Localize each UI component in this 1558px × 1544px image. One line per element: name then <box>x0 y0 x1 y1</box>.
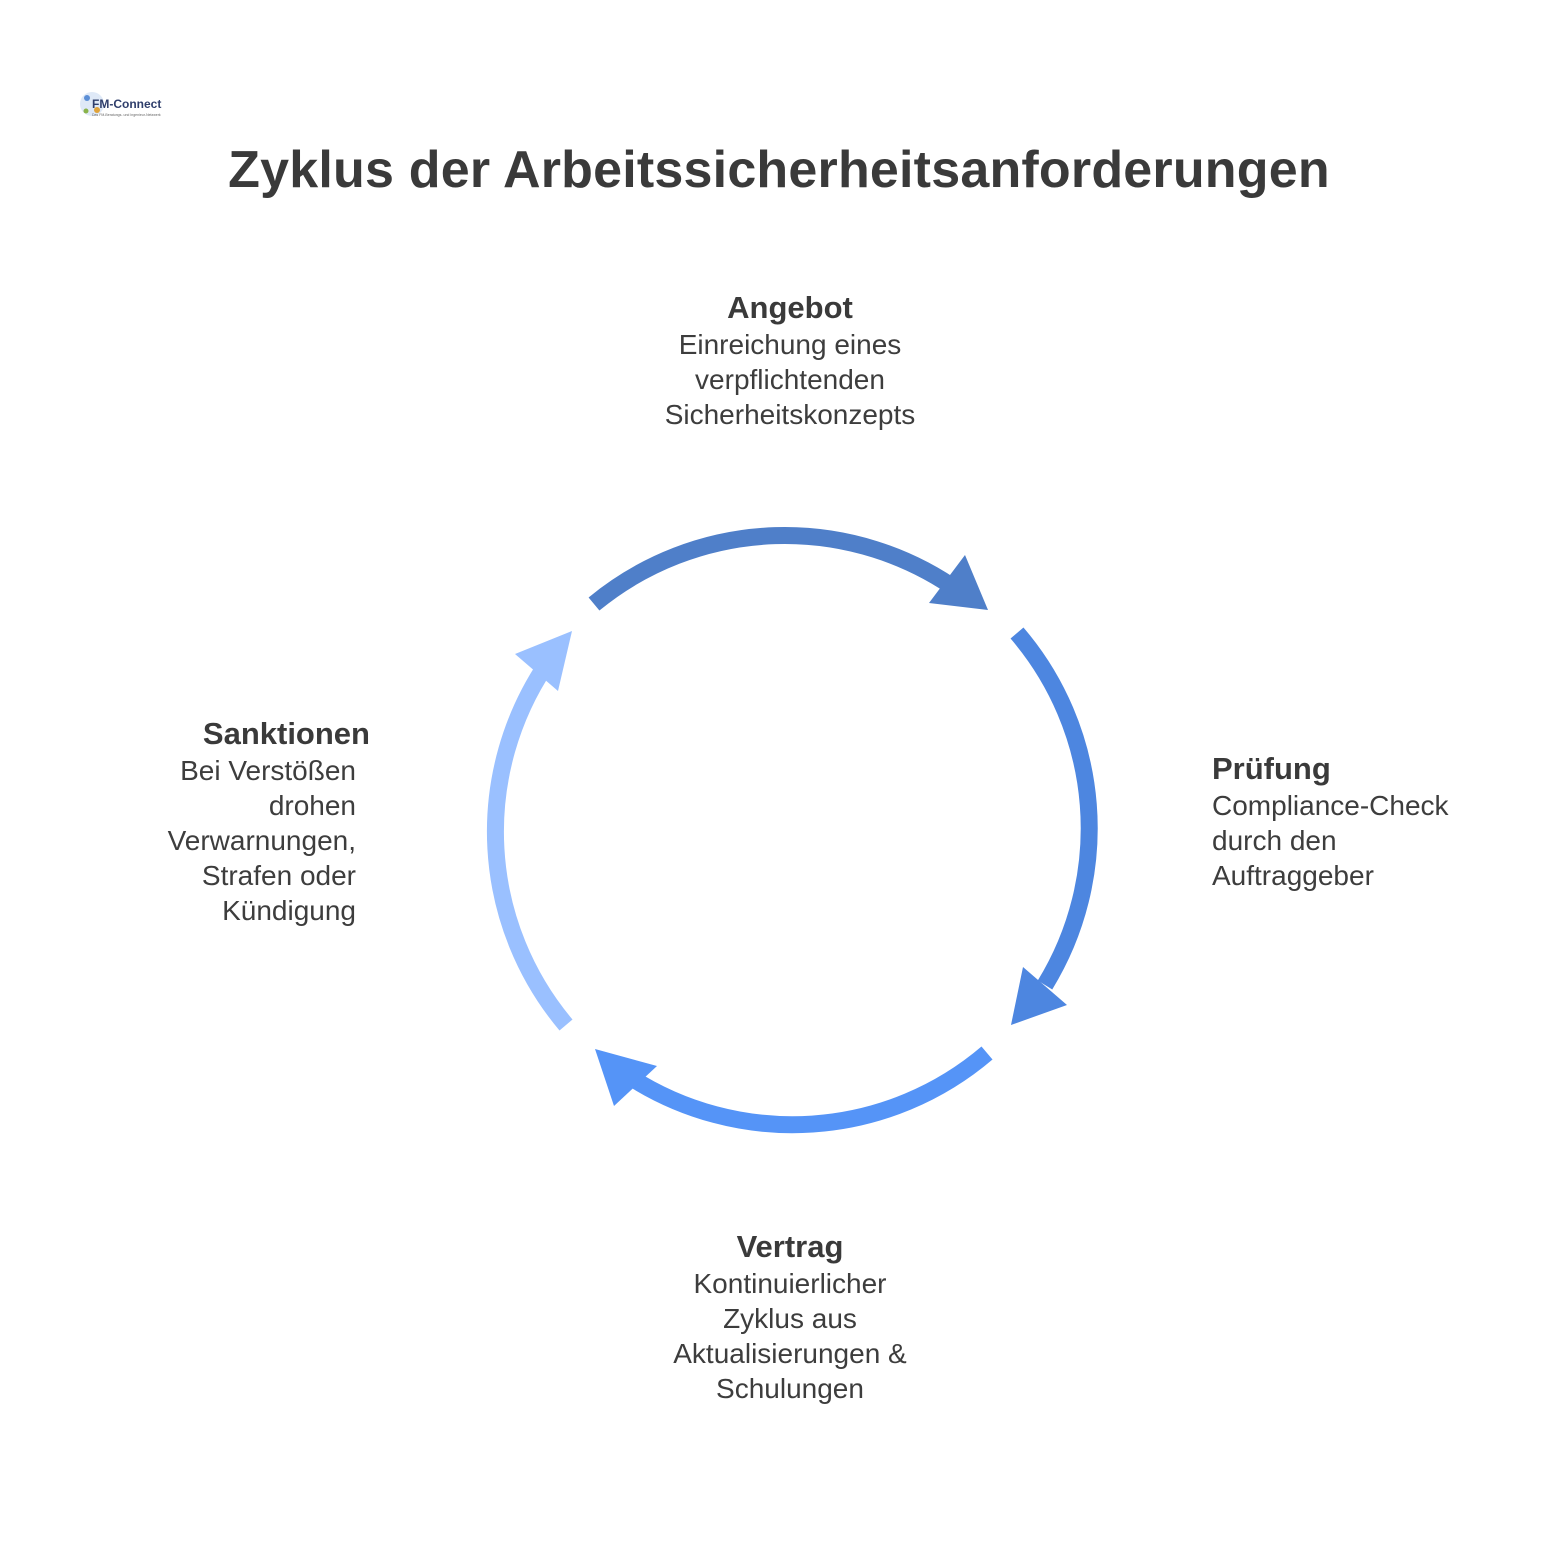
arrow-left <box>486 631 573 1031</box>
step-description: Bei Verstößen drohen Verwarnungen, Straf… <box>167 755 356 926</box>
arrow-top <box>588 527 988 611</box>
step-heading: Vertrag <box>736 1229 844 1264</box>
step-vertrag: Vertrag Kontinuierlicher Zyklus aus Aktu… <box>580 1228 1000 1406</box>
step-angebot: Angebot Einreichung eines verpflichtende… <box>585 289 995 432</box>
step-heading: Prüfung <box>1212 751 1331 786</box>
step-description: Kontinuierlicher Zyklus aus Aktualisieru… <box>673 1268 907 1404</box>
page-title: Zyklus der Arbeitssicherheitsanforderung… <box>228 141 1330 199</box>
step-sanktionen: Sanktionen Bei Verstößen drohen Verwarnu… <box>60 715 370 928</box>
fm-connect-logo: FM-Connect.com Das FM-Beratungs- und Ing… <box>78 84 162 124</box>
arrow-right <box>1010 627 1098 1025</box>
svg-text:Das FM-Beratungs- und Ingenieu: Das FM-Beratungs- und Ingenieur-Netzwerk <box>92 113 161 117</box>
step-description: Compliance-Check durch den Auftraggeber <box>1212 790 1449 891</box>
svg-text:FM-Connect.com: FM-Connect.com <box>92 97 162 111</box>
step-description: Einreichung eines verpflichtenden Sicher… <box>664 329 916 430</box>
arrow-bottom <box>595 1046 993 1134</box>
step-pruefung: Prüfung Compliance-Check durch den Auftr… <box>1212 750 1512 893</box>
step-heading: Angebot <box>727 290 853 325</box>
step-heading: Sanktionen <box>202 716 370 751</box>
